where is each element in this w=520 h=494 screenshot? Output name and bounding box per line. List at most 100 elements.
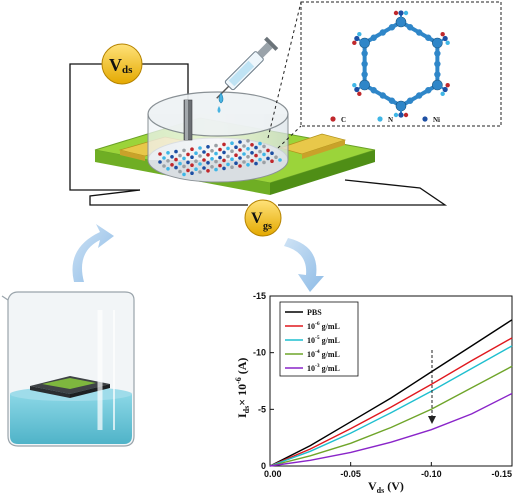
arrow-up-icon <box>72 224 114 282</box>
legend-entry: 10-3 g/mL <box>307 363 340 373</box>
nitrogen-atom <box>393 112 399 118</box>
film-atom <box>166 167 170 171</box>
axis-ticks: 0.00-0.05-0.10-0.150-5-10-15 <box>253 291 513 479</box>
y-tick-label: -10 <box>253 348 266 358</box>
film-atom <box>270 159 274 163</box>
red-atom <box>393 10 399 16</box>
vgs-meter-subscript: gs <box>263 221 272 232</box>
carbon-atom <box>361 71 368 78</box>
nickel-atom <box>354 86 360 93</box>
film-atom <box>250 159 254 163</box>
x-tick-label: -0.10 <box>421 469 442 479</box>
series-line <box>269 319 513 467</box>
red-atom <box>357 91 362 97</box>
film-atom <box>210 149 214 153</box>
film-atom <box>202 166 206 170</box>
red-atom <box>403 112 409 118</box>
film-atom <box>190 171 194 175</box>
film-atom <box>198 146 202 150</box>
film-atom <box>234 153 238 157</box>
carbon-atom <box>388 97 396 104</box>
carbon-atom <box>415 29 423 36</box>
series-line <box>269 345 513 467</box>
film-atom <box>182 164 186 169</box>
film-atom <box>238 140 242 144</box>
film-atom <box>242 160 246 164</box>
film-atom <box>274 155 278 159</box>
film-atom <box>214 151 218 156</box>
film-atom <box>174 149 178 154</box>
nickel-atom <box>442 86 448 93</box>
film-atom <box>230 141 234 145</box>
film-atom <box>194 151 198 155</box>
film-atom <box>250 143 254 147</box>
vds-meter-label: V <box>109 55 122 75</box>
film-atom <box>210 165 214 169</box>
film-atom <box>206 145 210 149</box>
film-atom <box>206 153 210 157</box>
y-tick-label: -15 <box>253 291 266 301</box>
film-atom <box>238 164 242 168</box>
series-line <box>269 337 513 467</box>
arrow-down-icon <box>284 238 324 292</box>
carbon-atom <box>425 87 432 94</box>
film-atom <box>246 163 250 167</box>
mof-film <box>158 139 282 177</box>
film-atom <box>206 161 210 165</box>
zoom-connector <box>267 1 302 149</box>
drain-electrode <box>278 133 347 159</box>
circuit-wires <box>69 63 448 206</box>
nickel-atom <box>354 35 360 42</box>
process-arrows <box>72 224 324 292</box>
carbon-atom <box>406 24 414 31</box>
film-atom <box>162 164 166 168</box>
y-tick-label: 0 <box>261 461 266 471</box>
vds-meter-subscript: ds <box>122 64 133 76</box>
film-atom <box>258 149 262 154</box>
device-illustration: V ds V gs <box>69 1 448 237</box>
film-atom <box>198 162 202 166</box>
film-atom <box>194 159 198 163</box>
dashed-trend-arrow <box>428 350 436 424</box>
film-atom <box>214 143 218 148</box>
carbon-atom <box>379 29 387 36</box>
red-atom <box>352 40 357 46</box>
film-atom <box>242 152 246 156</box>
film-atom <box>226 146 230 151</box>
film-atom <box>262 144 266 149</box>
film-atom <box>166 151 170 155</box>
legend-entry: PBS <box>307 308 322 317</box>
y-tick-label: -5 <box>258 404 266 414</box>
film-atom <box>254 145 258 150</box>
film-atom <box>182 156 186 161</box>
carbon-atom <box>434 60 441 68</box>
film-atom <box>178 169 182 174</box>
carbon-atom <box>406 97 414 104</box>
carbon-atom <box>434 50 441 57</box>
film-atom <box>246 155 250 159</box>
carbon-atom <box>361 50 368 57</box>
film-atom <box>222 142 226 147</box>
film-atom <box>198 170 202 174</box>
nitrogen-atom <box>440 91 445 97</box>
film-atom <box>186 152 190 157</box>
series-line <box>269 365 513 467</box>
legend-label: C <box>341 116 346 124</box>
film-atom <box>162 156 166 160</box>
carbon-atom <box>379 92 387 99</box>
nickel-atom <box>398 112 404 118</box>
film-atom <box>218 155 222 160</box>
film-atom <box>158 160 162 164</box>
red-atom <box>445 82 450 88</box>
carbon-atom <box>415 92 423 99</box>
film-atom <box>238 148 242 152</box>
legend-entry: 10-4 g/mL <box>307 349 340 359</box>
film-atom <box>266 148 270 153</box>
film-atom <box>190 147 194 151</box>
series-line <box>269 392 513 467</box>
film-atom <box>262 152 266 157</box>
nitrogen-atom <box>352 82 357 88</box>
vds-meter: V ds <box>101 43 143 85</box>
